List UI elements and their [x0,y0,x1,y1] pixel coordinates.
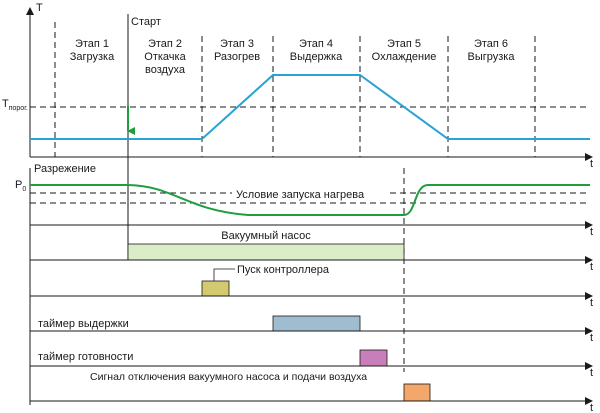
row-time-label: t [590,367,593,379]
stage-3-name: Разогрев [214,51,260,63]
pressure-panel: Разрежение t P0 Условие запуска нагрева [15,163,593,372]
stage-6-title: Этап 6 [474,38,508,50]
temperature-axis-label: T [36,2,43,14]
stage-2-name-line2: воздуха [145,64,186,76]
temperature-panel: T t Старт Tпорог. Этап 1 Загрузка Этап 2… [2,2,593,260]
stage-1-name: Загрузка [70,51,115,63]
vacuum-pump-label: Вакуумный насос [221,230,311,242]
hold-timer-bar [272,315,361,332]
heat-condition-label: Условие запуска нагрева [236,189,365,201]
vacuum-label: Разрежение [34,163,96,175]
threshold-label: Tпорог. [2,98,28,112]
stage-6-name: Выгрузка [468,51,516,63]
stage-5-title: Этап 5 [387,38,421,50]
shutoff-signal-bar [403,383,431,402]
row-time-label: t [590,261,593,273]
temperature-curve [30,74,590,140]
controller-start-callout [213,268,235,281]
ready-timer-label: таймер готовности [38,351,133,363]
start-label: Старт [131,16,161,28]
controller-start-bar [201,280,230,297]
row-time-label: t [590,297,593,309]
pressure-curve [30,184,590,216]
row-time-label: t [590,402,593,413]
shutoff-signal-label: Сигнал отключения вакуумного насоса и по… [90,371,367,383]
timing-rows: Вакуумный насос t Пуск контроллера t тай… [29,225,593,413]
stage-3-title: Этап 3 [220,38,254,50]
stage-1-title: Этап 1 [75,38,109,50]
temperature-time-label: t [590,158,593,170]
heat-condition-label-bg [232,188,386,201]
ready-timer-bar [359,349,388,367]
vacuum-pump-bar [127,243,405,261]
hold-timer-label: таймер выдержки [38,318,129,330]
p0-label: P0 [15,179,26,193]
stage-4-name: Выдержка [290,51,343,63]
controller-start-label: Пуск контроллера [237,264,330,276]
pressure-time-label: t [590,226,593,238]
stage-2-title: Этап 2 [148,38,182,50]
stage-5-name: Охлаждение [372,51,437,63]
row-time-label: t [590,332,593,344]
stage-2-name: Откачка [144,51,186,63]
stage-4-title: Этап 4 [299,38,333,50]
